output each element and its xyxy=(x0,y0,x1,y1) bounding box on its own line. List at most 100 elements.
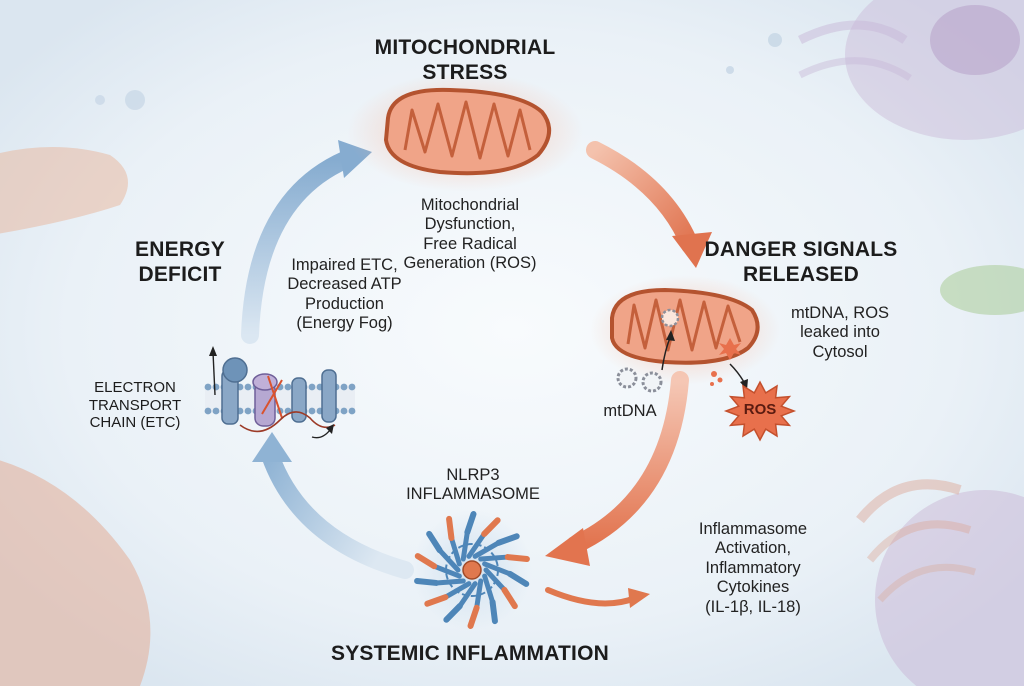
lipid-head xyxy=(284,383,292,391)
inflammation-description: Inflammasome Activation, Inflammatory Cy… xyxy=(668,520,838,617)
mtdna-ring-2 xyxy=(641,371,663,393)
stage-title-mitochondrial-stress: MITOCHONDRIAL STRESS xyxy=(340,36,590,86)
arrow-stress-to-danger xyxy=(586,141,699,254)
stage-title-line: ENERGY xyxy=(135,238,225,261)
description-line: leaked into xyxy=(800,323,880,342)
inflammasome-spoke-outer xyxy=(501,586,518,610)
stage-title-line: DEFICIT xyxy=(138,262,222,286)
inflammasome-spoke-outer xyxy=(481,517,501,537)
arrow-to-cytokines xyxy=(545,587,638,607)
description-line: Activation, xyxy=(714,539,792,558)
lipid-head xyxy=(204,407,212,415)
description-line: Cytokines xyxy=(716,578,790,597)
etc-label-line: ELECTRON xyxy=(94,379,176,396)
description-line: Generation (ROS) xyxy=(403,254,537,273)
background-cell-bottom-right xyxy=(875,490,1024,686)
inflammasome-spoke-outer xyxy=(424,594,449,607)
mitochondrion-danger xyxy=(590,275,797,442)
description-line: (Energy Fog) xyxy=(296,314,393,333)
danger-signals-description: mtDNA, ROS leaked into Cytosol xyxy=(780,304,900,362)
arrow-danger-to-inflammation xyxy=(566,371,689,554)
complex-label-line: INFLAMMASOME xyxy=(406,485,540,504)
etc-label: ELECTRON TRANSPORT CHAIN (ETC) xyxy=(70,379,200,432)
background-nucleus-top-right xyxy=(930,5,1020,75)
lipid-head xyxy=(308,407,316,415)
description-line: Inflammatory xyxy=(705,558,801,577)
lipid-head xyxy=(244,383,252,391)
inflammasome-spoke-outer xyxy=(414,577,440,586)
energy-deficit-description: Impaired ETC, Decreased ATP Production (… xyxy=(272,256,417,334)
cycle-arrows xyxy=(241,140,712,608)
lipid-head xyxy=(340,407,348,415)
complex-label-line: NLRP3 xyxy=(446,466,500,484)
stage-title-line: DANGER SIGNALS xyxy=(704,238,898,261)
arrow-energy-to-stress xyxy=(241,151,354,344)
atp-synthase xyxy=(321,369,337,423)
background-mito-left-top xyxy=(0,147,128,234)
description-line: Dysfunction, xyxy=(424,215,516,234)
inflammasome-spoke-inner xyxy=(460,529,470,562)
electron-flow-path xyxy=(239,411,336,433)
mitochondrion-stress xyxy=(347,72,583,192)
lipid-head xyxy=(212,407,220,415)
arrow-inflammation-to-energy xyxy=(261,446,414,579)
inflammasome-spoke-outer xyxy=(495,533,520,546)
background-organelle-green xyxy=(940,265,1024,315)
inflammasome-spoke-inner xyxy=(482,561,513,577)
inflammasome-spoke-inner xyxy=(431,563,462,579)
stage-title-energy-deficit: ENERGY DEFICIT xyxy=(115,238,245,288)
description-line: mtDNA, ROS xyxy=(790,304,890,322)
etc-label-line: CHAIN (ETC) xyxy=(89,414,181,432)
inflammasome-spoke-outer xyxy=(464,511,477,536)
inflammasome-core xyxy=(462,560,482,580)
etc-label-line: TRANSPORT xyxy=(88,396,182,414)
description-line: Cytosol xyxy=(812,342,868,361)
arrow-inflammation-to-energy-head xyxy=(252,432,292,462)
stage-title-line: MITOCHONDRIAL xyxy=(374,36,556,59)
inflammasome-spoke-outer xyxy=(489,598,498,625)
description-line: (IL-1β, IL-18) xyxy=(705,597,801,616)
inflammasome-spoke-outer xyxy=(426,530,443,554)
stage-title-line: RELEASED xyxy=(743,262,859,286)
mtdna-ring-1 xyxy=(616,367,638,389)
description-line: Impaired ETC, xyxy=(291,256,398,274)
ros-burst xyxy=(723,380,797,442)
ros-spark-inside xyxy=(719,338,741,360)
stage-title-systemic-inflammation: SYSTEMIC INFLAMMATION xyxy=(331,642,609,665)
arrow-to-cytokines-head xyxy=(628,588,650,608)
description-line: Mitochondrial xyxy=(420,196,520,214)
mitochondrial-stress-description: Mitochondrial Dysfunction, Free Radical … xyxy=(380,196,560,274)
background-mito-left-bottom xyxy=(0,460,151,686)
lipid-head xyxy=(348,407,356,415)
lipid-head xyxy=(204,383,212,391)
mtdna-label: mtDNA xyxy=(603,402,657,420)
inflammasome-spoke-inner xyxy=(474,578,484,611)
description-line: Inflammasome xyxy=(698,520,808,538)
inflammasome-spoke-outer xyxy=(504,554,530,563)
inflammasome-spoke-outer xyxy=(443,603,463,623)
inflammasome-spoke-outer xyxy=(467,604,480,629)
arrow-stress-to-danger-head xyxy=(672,232,712,268)
inflammasome-spoke-outer xyxy=(414,553,438,570)
nlrp3-inflammasome xyxy=(412,510,532,630)
ros-label: ROS xyxy=(743,401,777,418)
lipid-head xyxy=(308,383,316,391)
etc-impaired-cross xyxy=(261,375,283,419)
mitochondrion-danger-cristae xyxy=(626,298,742,352)
etc-complex-1-head xyxy=(222,357,248,383)
description-line: Decreased ATP xyxy=(287,275,402,294)
stage-title-danger-signals: DANGER SIGNALS RELEASED xyxy=(676,238,926,288)
stage-title-line: STRESS xyxy=(422,60,508,84)
mitochondrion-stress-cristae xyxy=(403,100,532,160)
arrow-danger-to-inflammation-head xyxy=(545,528,590,566)
lipid-head xyxy=(340,383,348,391)
etc-complex-4 xyxy=(291,377,307,423)
inflammasome-spoke-outer xyxy=(446,515,455,542)
lipid-head xyxy=(212,383,220,391)
lipid-head xyxy=(348,383,356,391)
inflammasome-spoke-outer xyxy=(506,570,530,587)
nlrp3-inflammasome-label: NLRP3 INFLAMMASOME xyxy=(378,466,568,505)
description-line: Production xyxy=(305,294,384,313)
lipid-head xyxy=(244,407,252,415)
